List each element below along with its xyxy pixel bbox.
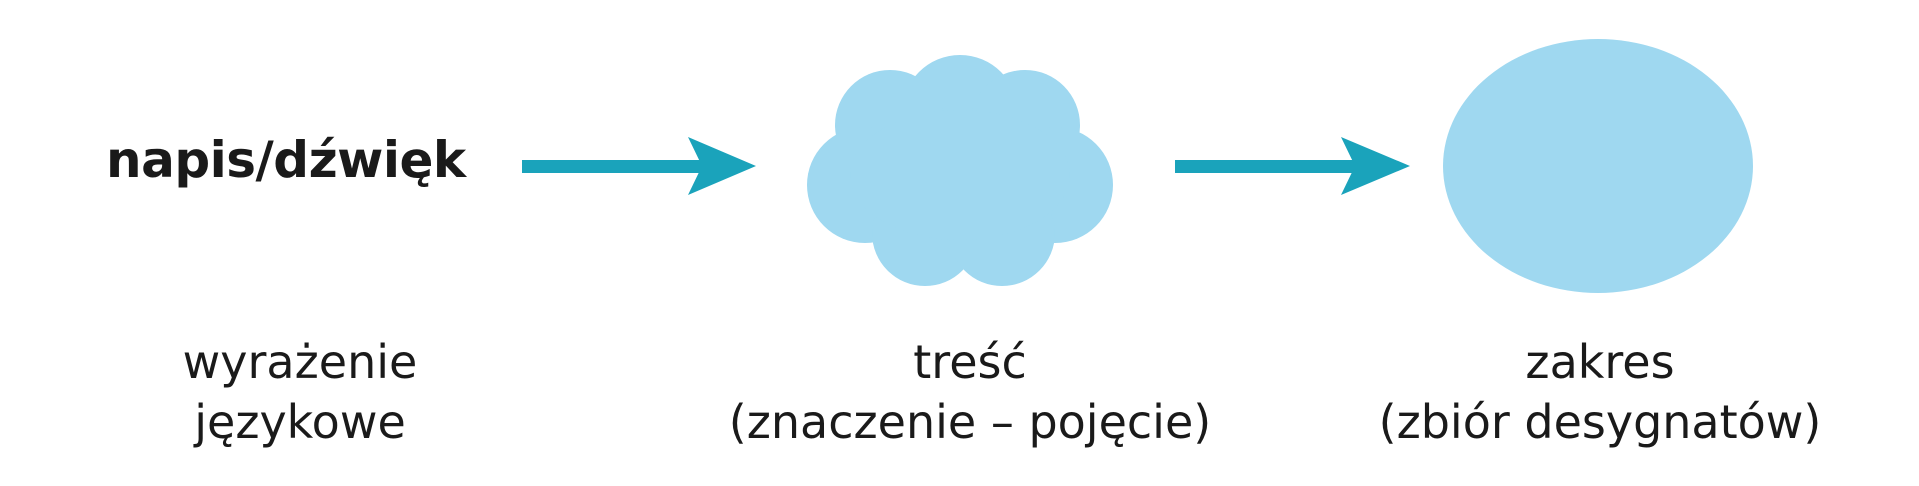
caption-line: treść <box>913 335 1027 389</box>
caption-expression: wyrażenie językowe <box>120 332 480 452</box>
caption-line: (znaczenie – pojęcie) <box>728 395 1212 449</box>
caption-line: (zbiór desygnatów) <box>1378 395 1822 449</box>
caption-line: językowe <box>194 395 406 449</box>
cloud-shape <box>807 55 1113 286</box>
arrow-right-icon <box>1175 137 1410 195</box>
source-label: napis/dźwięk <box>106 131 466 189</box>
ellipse-shape <box>1443 39 1753 293</box>
caption-content: treść (znaczenie – pojęcie) <box>670 332 1270 452</box>
caption-line: wyrażenie <box>182 335 418 389</box>
arrow-right-icon <box>522 137 756 195</box>
caption-scope: zakres (zbiór desygnatów) <box>1330 332 1870 452</box>
caption-line: zakres <box>1525 335 1675 389</box>
